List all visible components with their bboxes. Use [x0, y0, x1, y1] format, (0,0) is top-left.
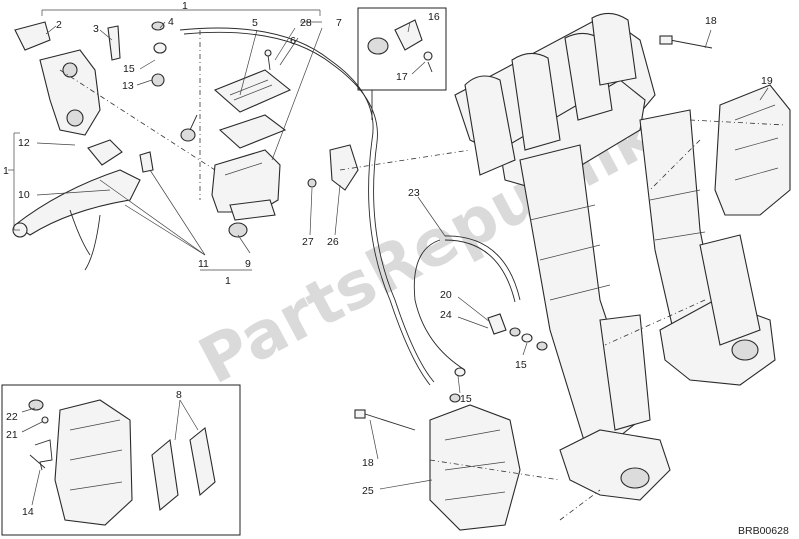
- callout-22: 22: [6, 411, 18, 423]
- callout-25: 25: [362, 485, 374, 497]
- reservoir-cap: [213, 69, 292, 113]
- callout-23: 23: [408, 187, 420, 199]
- callout-26: 26: [327, 236, 339, 248]
- callout-28: 28: [300, 17, 312, 29]
- drawing-code: BRB00628: [738, 525, 789, 537]
- callout-19: 19: [761, 75, 773, 87]
- callout-21: 21: [6, 429, 18, 441]
- brake-pad: [151, 438, 179, 512]
- callout-11: 11: [198, 258, 209, 270]
- callout-16: 16: [428, 11, 440, 23]
- callout-7: 7: [336, 17, 342, 29]
- brake-hose-23: [413, 239, 466, 371]
- callout-8: 8: [176, 389, 182, 401]
- callout-27: 27: [302, 236, 314, 248]
- callout-18: 18: [705, 15, 717, 27]
- grommet: [228, 222, 248, 238]
- callout-15: 15: [460, 393, 472, 405]
- callout-12: 12: [18, 137, 30, 149]
- brake-hose-main: [179, 27, 431, 386]
- callout-9: 9: [245, 258, 251, 270]
- callout-15: 15: [515, 359, 527, 371]
- callout-14: 14: [22, 506, 34, 518]
- caliper-right: [659, 35, 791, 216]
- callout-6: 6: [290, 35, 296, 47]
- callout-1: 1: [3, 165, 9, 177]
- banjo-fittings: [449, 313, 548, 403]
- leader-lines: [8, 9, 769, 506]
- brake-pad: [189, 426, 216, 497]
- brake-lever: [14, 169, 141, 236]
- hose-guide: [329, 144, 359, 191]
- brake-lever-assembly: [12, 21, 167, 271]
- callout-15: 15: [123, 63, 135, 75]
- callout-3: 3: [93, 23, 99, 35]
- callout-1: 1: [182, 0, 188, 12]
- callout-18: 18: [362, 457, 374, 469]
- callout-24: 24: [440, 309, 452, 321]
- master-cylinder-assembly: [180, 49, 292, 238]
- callout-5: 5: [252, 17, 258, 29]
- front-fork: [454, 12, 776, 501]
- callout-13: 13: [122, 80, 134, 92]
- inset-detail-top: [357, 7, 447, 120]
- callout-1: 1: [225, 275, 231, 287]
- diaphragm: [218, 114, 287, 149]
- callout-labels: 1 2 3 4 5 28 7 6 15 13 16 17 18 19 12 1 …: [3, 0, 773, 518]
- caliper-left: [354, 404, 521, 531]
- callout-17: 17: [396, 71, 408, 83]
- callout-10: 10: [18, 189, 30, 201]
- callout-2: 2: [56, 19, 62, 31]
- callout-20: 20: [440, 289, 452, 301]
- inset-caliper-pads: [1, 384, 241, 536]
- centerlines: [59, 30, 786, 521]
- callout-4: 4: [168, 16, 174, 28]
